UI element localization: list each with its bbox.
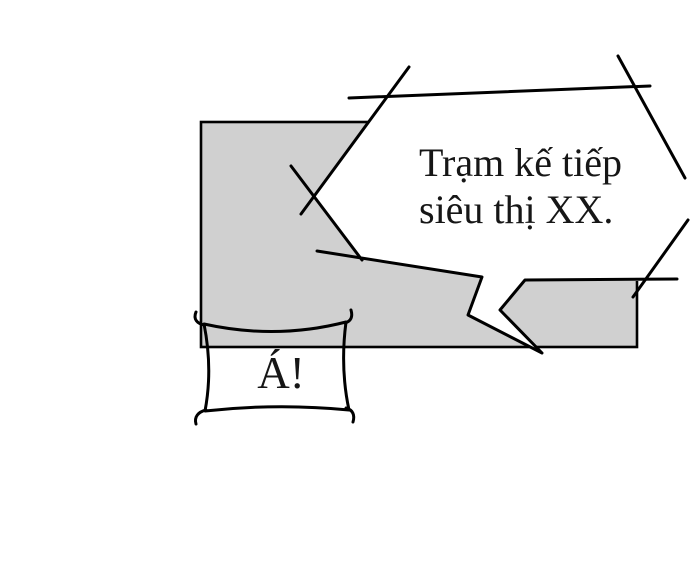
speech-bubble-top-edge [347, 84, 652, 100]
scream-bubble-corner-curl-top-right [343, 308, 354, 325]
speech-bubble-left-lower-edge [289, 164, 364, 262]
scream-bubble-corner-curl-bottom-left [194, 408, 208, 426]
speech-text-line2: siêu thị XX. [419, 187, 613, 232]
speech-text-line1: Trạm kế tiếp [419, 140, 622, 185]
speech-bubble-right-upper-edge [616, 54, 687, 180]
speech-bubble [314, 87, 690, 353]
scream-bubble-corner-curl-bottom-right [344, 406, 356, 424]
scream-text: Á! [257, 348, 304, 398]
speech-bubble-right-lower-edge [631, 218, 690, 299]
scream-bubble-corner-curl-top-left [193, 310, 207, 327]
speech-bubble-left-upper-edge [299, 65, 411, 216]
speech-bubble-bottom-and-tail [315, 249, 679, 355]
